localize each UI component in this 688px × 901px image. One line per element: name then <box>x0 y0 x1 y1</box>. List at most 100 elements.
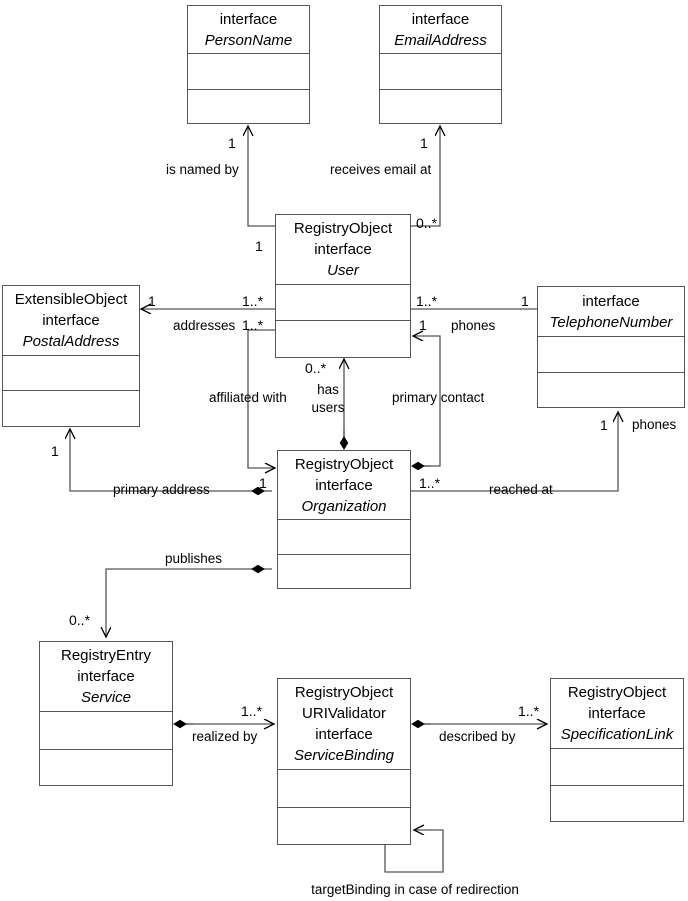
class-attributes-compartment <box>40 712 172 750</box>
class-name: Service <box>80 689 132 706</box>
class-name: PostalAddress <box>22 333 120 350</box>
multiplicity-user-primary-contact-end: 1 <box>419 317 427 333</box>
class-box-specification-link[interactable]: RegistryObject interface SpecificationLi… <box>550 678 684 822</box>
class-stereotype-extra: interface <box>315 726 373 743</box>
edge-affiliated-with <box>247 329 275 468</box>
multiplicity-postal-address-primary-end: 1 <box>51 443 59 459</box>
class-attributes-compartment <box>278 770 410 808</box>
edge-label-primary-address: primary address <box>113 482 210 497</box>
edge-label-phones-org: phones <box>632 417 677 432</box>
class-box-person-name[interactable]: interface PersonName <box>187 5 310 124</box>
class-box-service-binding[interactable]: RegistryObject URIValidator interface Se… <box>277 678 411 845</box>
class-stereotype: RegistryObject <box>294 455 394 473</box>
class-name: User <box>327 262 359 279</box>
class-stereotype-extra: interface <box>315 476 373 494</box>
edge-label-phones-user: phones <box>451 318 496 333</box>
multiplicity-user-addresses-end: 1..* <box>242 293 264 309</box>
edge-receives-email-at <box>410 126 440 227</box>
edge-is-named-by <box>248 126 275 227</box>
class-operations-compartment <box>538 373 684 407</box>
class-box-telephone-number[interactable]: interface TelephoneNumber <box>537 286 685 408</box>
multiplicity-org-has-users-end: 0..* <box>305 360 327 376</box>
class-box-service[interactable]: RegistryEntry interface Service <box>39 641 173 786</box>
edge-label-has: has <box>317 382 339 397</box>
class-header-service-binding: RegistryObject URIValidator interface Se… <box>278 679 410 770</box>
class-attributes-compartment <box>278 520 410 555</box>
edge-label-receives-email-at: receives email at <box>330 162 432 177</box>
edge-publishes <box>106 568 264 637</box>
class-attributes-compartment <box>3 356 139 391</box>
class-header-postal-address: ExtensibleObject interface PostalAddress <box>3 286 139 356</box>
class-stereotype: RegistryEntry <box>60 647 152 664</box>
class-stereotype-extra: interface <box>588 705 646 722</box>
class-name: EmailAddress <box>394 31 487 49</box>
multiplicity-service-publishes-end: 0..* <box>69 612 91 628</box>
class-box-postal-address[interactable]: ExtensibleObject interface PostalAddress <box>2 285 140 427</box>
class-name: TelephoneNumber <box>549 313 673 331</box>
multiplicity-org-reached-at-end: 1..* <box>419 475 441 491</box>
class-stereotype-extra: interface <box>77 668 135 685</box>
class-operations-compartment <box>188 90 309 124</box>
multiplicity-telephone-phones-end: 1 <box>521 293 529 309</box>
multiplicity-user-affiliated-end: 1..* <box>242 317 264 333</box>
class-name: Organization <box>301 497 387 515</box>
class-stereotype: ExtensibleObject <box>14 291 128 308</box>
class-stereotype: RegistryObject <box>294 684 394 701</box>
edge-label-target-binding: targetBinding in case of redirection <box>311 882 519 897</box>
edge-label-users: users <box>311 400 345 415</box>
class-stereotype: interface <box>411 10 470 28</box>
edge-label-affiliated-with: affiliated with <box>209 390 287 405</box>
edge-target-binding <box>384 830 444 873</box>
class-header-user: RegistryObject interface User <box>276 215 410 285</box>
class-operations-compartment <box>551 786 683 821</box>
edge-primary-contact <box>413 336 441 467</box>
class-stereotype: interface <box>219 10 278 28</box>
class-attributes-compartment <box>551 749 683 786</box>
edge-label-primary-contact: primary contact <box>392 390 485 405</box>
class-stereotype: RegistryObject <box>293 220 393 237</box>
multiplicity-user-phones-end: 1..* <box>416 293 438 309</box>
class-operations-compartment <box>276 321 410 357</box>
multiplicity-telephone-reached-end: 1 <box>600 417 608 433</box>
edge-reached-at <box>411 412 618 492</box>
class-operations-compartment <box>3 391 139 426</box>
class-header-email-address: interface EmailAddress <box>380 6 501 54</box>
class-header-telephone-number: interface TelephoneNumber <box>538 287 684 337</box>
class-name: ServiceBinding <box>293 747 395 764</box>
class-stereotype-extra: interface <box>314 241 372 258</box>
multiplicity-person-name-end: 1 <box>228 135 236 151</box>
class-operations-compartment <box>40 750 172 785</box>
class-stereotype: interface <box>582 292 640 310</box>
edge-label-publishes: publishes <box>165 551 223 566</box>
multiplicity-user-email-end: 0..* <box>416 215 438 231</box>
edge-label-reached-at: reached at <box>489 482 553 497</box>
multiplicity-email-address-end: 1 <box>420 135 428 151</box>
class-box-user[interactable]: RegistryObject interface User <box>275 214 411 358</box>
edge-label-described-by: described by <box>439 729 516 744</box>
edge-primary-address <box>70 429 264 492</box>
edge-label-is-named-by: is named by <box>166 162 239 177</box>
multiplicity-specification-link-end: 1..* <box>518 703 540 719</box>
class-stereotype-extra: interface <box>42 312 100 329</box>
class-operations-compartment <box>278 555 410 588</box>
class-stereotype: RegistryObject <box>567 684 667 701</box>
class-header-specification-link: RegistryObject interface SpecificationLi… <box>551 679 683 749</box>
multiplicity-org-primary-address-end: 1 <box>259 475 267 491</box>
class-box-email-address[interactable]: interface EmailAddress <box>379 5 502 124</box>
class-box-organization[interactable]: RegistryObject interface Organization <box>277 450 411 589</box>
class-operations-compartment <box>278 808 410 844</box>
class-attributes-compartment <box>276 285 410 321</box>
multiplicity-service-binding-realized-end: 1..* <box>241 703 263 719</box>
class-attributes-compartment <box>380 54 501 90</box>
class-name: PersonName <box>204 31 293 49</box>
class-name: SpecificationLink <box>560 726 674 743</box>
class-header-organization: RegistryObject interface Organization <box>278 451 410 520</box>
class-header-person-name: interface PersonName <box>188 6 309 54</box>
class-attributes-compartment <box>538 337 684 373</box>
multiplicity-user-named-end: 1 <box>255 238 263 254</box>
edge-label-addresses: addresses <box>173 318 236 333</box>
edge-label-realized-by: realized by <box>192 729 258 744</box>
class-operations-compartment <box>380 90 501 124</box>
class-header-service: RegistryEntry interface Service <box>40 642 172 712</box>
